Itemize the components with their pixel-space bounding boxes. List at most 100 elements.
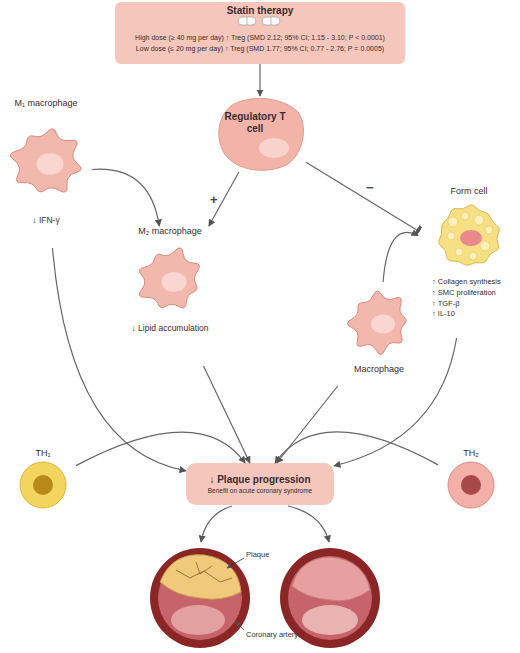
node-label: M₂ macrophage [138, 226, 202, 236]
cell-figure [339, 282, 419, 362]
m1-macrophage: M₁ macrophage ↓ IFN-γ [0, 98, 92, 248]
lipid-droplet [461, 212, 469, 220]
cell-figure [446, 460, 496, 510]
node-note: ↑ IL-10 [418, 310, 455, 319]
lipid-droplet [455, 248, 463, 256]
node-note: ↑ TGF-β [418, 300, 460, 309]
leader-line [227, 558, 244, 568]
node-note: ↑ Collagen synthesis [418, 278, 501, 287]
treg-cell: Regulatory T cell [214, 96, 306, 172]
arrow-connector [277, 386, 338, 463]
cell-body [347, 291, 406, 355]
outcome-arrow [201, 506, 232, 542]
cell-body [219, 98, 304, 170]
m2-macrophage: M₂ macrophage ↓ Lipid accumulation [120, 226, 220, 366]
lipid-droplet [480, 241, 490, 251]
cell-body [139, 248, 199, 308]
cell-body [20, 462, 66, 508]
node-label: TH₁ [35, 448, 50, 458]
leader-line [236, 622, 244, 630]
foam-cell-illustration [423, 196, 515, 276]
node-note: ↓ IFN-γ [32, 216, 59, 226]
lipid-droplet [485, 226, 493, 234]
pill-icon [271, 17, 272, 25]
statin-therapy-box: Statin therapyHigh dose (≥ 40 mg per day… [115, 2, 405, 64]
node-label: Form cell [450, 186, 487, 196]
node-label: M₁ macrophage [14, 98, 77, 108]
artery-lumen [302, 605, 358, 635]
cell-figure [18, 460, 68, 510]
arrow-connector [209, 172, 239, 226]
artery-wall [150, 548, 250, 648]
cell-nucleus [460, 230, 482, 246]
coronary-artery-ruptured [150, 548, 250, 648]
outcome-arrow [288, 506, 329, 542]
callout-label: Plaque [246, 550, 269, 559]
edge-sign: + [210, 193, 218, 206]
macrophage-illustration [1, 110, 91, 214]
cell-nucleus [461, 475, 481, 495]
arrow-connector [275, 432, 438, 465]
node-note: High dose (≥ 40 mg per day) ↑ Treg (SMD … [135, 34, 385, 42]
lipid-droplet [474, 215, 484, 225]
treg-illustration [214, 96, 306, 172]
edge-sign: − [366, 181, 374, 194]
node-label: Regulatory T cell [222, 111, 288, 135]
pill-icon [247, 17, 248, 25]
node-label: Statin therapy [227, 5, 294, 17]
t-helper-cell [446, 460, 496, 510]
artery-wall [280, 548, 380, 648]
artery-intima [288, 556, 372, 640]
node-label: Macrophage [354, 364, 404, 374]
lipid-droplet [448, 217, 458, 227]
node-note: Benefit on acute coronary syndrome [208, 487, 312, 494]
cell-nucleus [259, 138, 289, 158]
node-note: ↓ Lipid accumulation [131, 324, 208, 334]
cell-nucleus [33, 475, 53, 495]
plaque-progression-box: ↓ Plaque progressionBenefit on acute cor… [186, 463, 334, 505]
inhibition-connector [306, 162, 418, 231]
pill-icon [238, 17, 256, 25]
cell-body [448, 462, 494, 508]
macrophage-illustration [125, 238, 215, 322]
plaque-shape [292, 557, 370, 601]
th2-cell: TH₂ [438, 448, 504, 518]
macrophage: Macrophage [336, 282, 422, 386]
cell-body [439, 205, 499, 265]
node-note: ↑ SMC proliferation [418, 289, 496, 298]
cell-figure [1, 110, 91, 214]
lipid-droplet [469, 252, 477, 260]
arrow-connector [92, 169, 159, 226]
arrow-connector [204, 366, 250, 463]
statin-pills [238, 17, 280, 25]
macrophage-illustration [339, 282, 419, 362]
coronary-artery-stable [280, 548, 380, 648]
artery-lumen [171, 605, 225, 635]
arrow-connector [383, 232, 418, 282]
cell-body [10, 129, 81, 192]
th1-cell: TH₁ [10, 448, 76, 518]
callout-label: Coronary artery [246, 630, 298, 639]
arrow-connector [76, 432, 245, 465]
plaque-shape [160, 555, 241, 599]
pill-icon [262, 17, 280, 25]
artery-intima [158, 556, 242, 640]
cell-nucleus [161, 272, 186, 292]
foam-cell: Form cell ↑ Collagen synthesis ↑ SMC proli… [418, 186, 520, 338]
node-label: TH₂ [463, 448, 479, 458]
plaque-crack [176, 570, 232, 582]
cell-nucleus [37, 154, 64, 176]
lipid-droplet [447, 232, 455, 240]
arrow-connector [259, 64, 260, 96]
node-label: ↓ Plaque progression [209, 474, 310, 486]
cell-figure [423, 196, 515, 276]
t-helper-cell [18, 460, 68, 510]
node-note: Low dose (≤ 20 mg per day) ↑ Treg (SMD 1… [136, 45, 384, 53]
arrow-connector [334, 338, 457, 466]
cell-figure [125, 238, 215, 322]
